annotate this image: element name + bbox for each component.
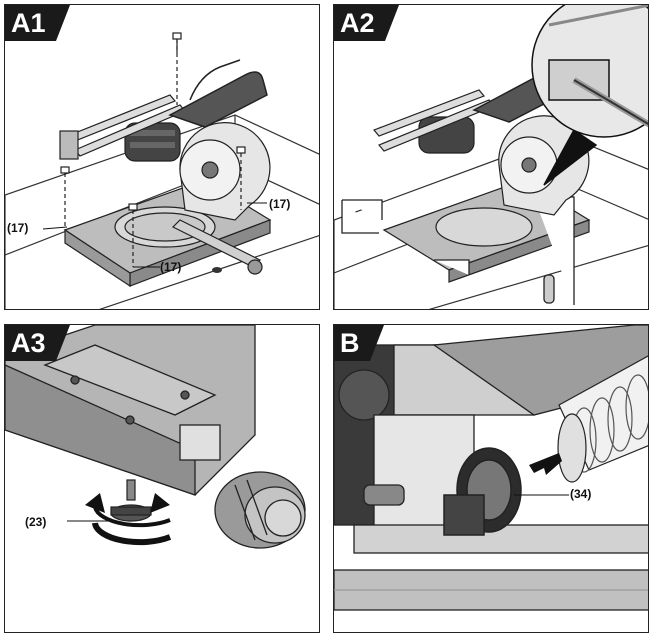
insert-arrow [529,453,562,475]
miter-saw-mounting-illustration [5,32,319,309]
vacuum-hose [557,355,648,483]
label-17-right: (17) [269,197,291,211]
extension-rail [171,219,263,275]
rotary-knob [214,471,306,549]
blade-guard [498,115,590,216]
panel-a2: A2 [333,4,649,310]
motor-housing [124,122,181,162]
label-17-bottom: (17) [160,260,182,274]
mounting-screws [60,32,246,267]
label-leaders [42,202,267,268]
label-17-left: (17) [7,221,29,235]
dust-port [443,447,522,536]
leveling-foot-illustration [5,325,306,549]
panel-a1: A1 [4,4,320,310]
panel-a3: A3 (23) [4,324,320,633]
panel-tag-a2: A2 [334,5,398,41]
foot [212,267,222,273]
handle [168,59,268,128]
panel-b: B [333,324,649,633]
dust-extraction-illustration [334,325,648,611]
panel-tag-a1: A1 [5,5,69,41]
label-34: (34) [570,487,592,501]
rail-tubes [334,524,648,611]
detail-callout [531,5,648,186]
base-arm [5,325,256,496]
clamped-saw-illustration [334,5,648,309]
rotation-arrows [85,493,172,546]
blade-guard [179,122,271,221]
clamps [341,196,575,305]
label-23: (23) [25,515,47,529]
panel-tag-a3: A3 [5,325,69,361]
panel-tag-b: B [334,325,383,361]
leveling-foot [110,479,152,522]
